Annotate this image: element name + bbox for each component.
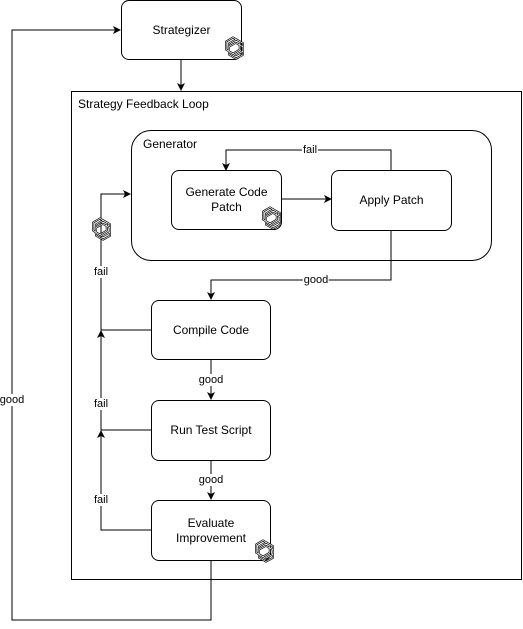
edge-label-compile-good: good	[197, 374, 225, 386]
generator-container	[131, 130, 492, 261]
edge-label-compile-fail: fail	[92, 266, 110, 278]
strategizer-label: Strategizer	[152, 22, 211, 37]
edge-label-apply-fail: fail	[301, 144, 319, 156]
run-test-script-node[interactable]: Run Test Script	[151, 400, 271, 461]
compile-code-label: Compile Code	[172, 322, 250, 337]
edge-label-evaluate-fail: fail	[92, 494, 110, 506]
edge-apply-good-to-compile	[207, 230, 392, 300]
openai-icon	[262, 206, 282, 230]
apply-patch-node[interactable]: Apply Patch	[331, 170, 452, 231]
edge-label-evaluate-good: good	[0, 394, 26, 406]
edge-compile-fail	[100, 190, 151, 331]
openai-icon	[92, 217, 112, 241]
strategy-feedback-loop-label: Strategy Feedback Loop	[78, 97, 209, 111]
compile-code-node[interactable]: Compile Code	[151, 300, 271, 360]
edge-evaluate-good-to-strategizer	[11, 26, 212, 621]
openai-icon	[255, 539, 275, 563]
apply-patch-label: Apply Patch	[359, 193, 424, 207]
evaluate-improvement-label: Evaluate Improvement	[175, 515, 247, 545]
edge-label-apply-good: good	[302, 274, 330, 286]
generator-label: Generator	[143, 137, 198, 151]
generate-code-patch-label: Generate Code Patch	[185, 185, 268, 214]
edge-label-test-fail: fail	[92, 398, 110, 410]
run-test-script-label: Run Test Script	[170, 423, 252, 437]
strategizer-node[interactable]: Strategizer	[121, 0, 242, 60]
evaluate-improvement-node[interactable]: Evaluate Improvement	[151, 500, 271, 561]
edge-label-test-good: good	[197, 474, 225, 486]
strategy-feedback-loop-container	[71, 91, 522, 580]
openai-icon	[225, 36, 245, 60]
edge-evaluate-fail	[97, 430, 151, 531]
